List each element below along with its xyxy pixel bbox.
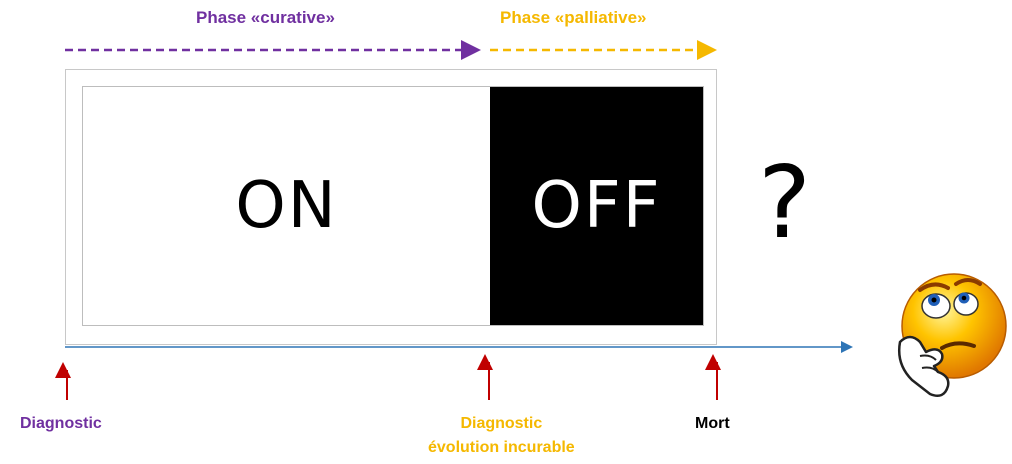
phase-palliative-label: Phase «palliative» [500, 8, 647, 27]
phase-curative-label: Phase «curative» [196, 8, 335, 27]
incurable-label-line2: évolution incurable [428, 439, 575, 456]
on-off-switch: ON OFF [82, 86, 704, 326]
outer-frame [65, 69, 717, 345]
diagnostic-label: Diagnostic [20, 415, 102, 432]
thinking-face-icon [898, 273, 1007, 397]
question-mark: ? [758, 144, 812, 261]
incurable-label: Diagnostic évolution incurable [428, 412, 575, 460]
switch-off-segment: OFF [490, 87, 703, 325]
incurable-label-line1: Diagnostic [460, 415, 543, 432]
switch-on-segment: ON [83, 87, 490, 325]
mort-label: Mort [695, 415, 730, 432]
